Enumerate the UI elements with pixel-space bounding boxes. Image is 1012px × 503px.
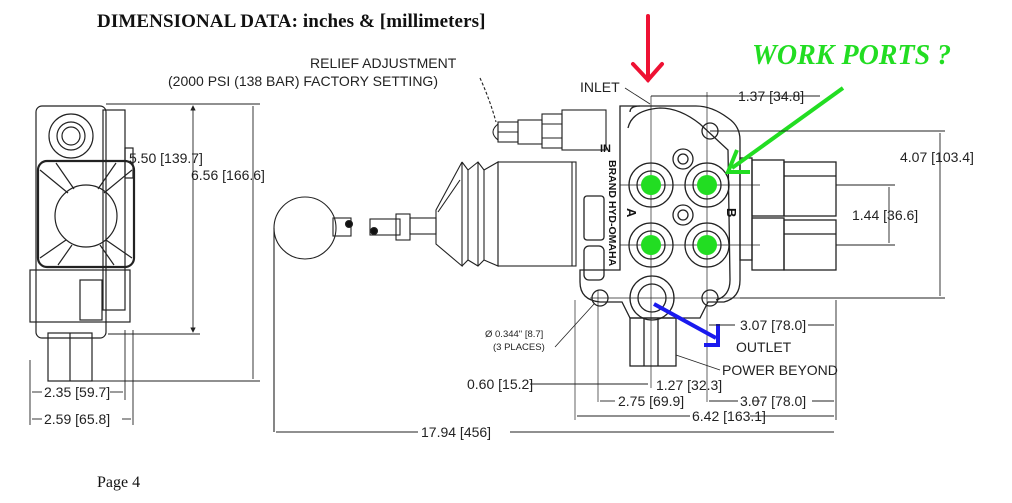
red-inlet-arrow (631, 14, 664, 83)
dim-center-offset: 1.27 [32.3] (656, 377, 722, 393)
relief-valve (479, 77, 607, 151)
port-b-label: B (724, 208, 739, 217)
relief-leader (479, 77, 497, 123)
in-mark: IN (600, 143, 611, 155)
spool-housing (497, 161, 577, 267)
work-port-highlights (641, 175, 717, 255)
blue-outlet-arrow (653, 302, 720, 347)
green-work-port-arrow (725, 86, 845, 174)
mount-hole-callout-line2: (3 PLACES) (493, 342, 545, 353)
relief-callout-line2: (2000 PSI (138 BAR) FACTORY SETTING) (168, 73, 438, 89)
dim-port-height: 4.07 [103.4] (900, 149, 974, 165)
break-mark-icon (344, 219, 354, 229)
joystick-knob (273, 196, 337, 260)
port-dot (697, 235, 717, 255)
side-view (29, 105, 136, 382)
brand-label: BRAND HYD-OMAHA (606, 160, 618, 267)
relief-callout-line1: RELIEF ADJUSTMENT (310, 55, 457, 71)
inlet-callout: INLET (580, 79, 620, 95)
dim-right-offset: 3.07 [78.0] (740, 393, 806, 409)
dim-port-spacing: 1.44 [36.6] (852, 207, 918, 223)
side-fitting-outer (48, 113, 94, 159)
dim-side-width-outer: 2.59 [65.8] (44, 411, 110, 427)
side-view-dimensions (29, 103, 260, 425)
joystick-handle (273, 161, 577, 432)
mount-hole-callout-line1: Ø 0.344" [8.7] (485, 329, 543, 340)
power-beyond-fitting (629, 317, 677, 367)
port-dot (697, 175, 717, 195)
main-dimensions (276, 95, 945, 433)
port-a-label: A (624, 208, 639, 218)
valve-body-outline (579, 105, 741, 319)
outlet-callout: OUTLET (736, 339, 792, 355)
side-body-outline (35, 105, 107, 339)
boot-cone (435, 161, 463, 268)
spool-end-lower (751, 217, 785, 271)
port-dot (641, 175, 661, 195)
dim-side-width-inner: 2.35 [59.7] (44, 384, 110, 400)
dim-outlet-offset: 3.07 [78.0] (740, 317, 806, 333)
side-body-right-plate (102, 109, 126, 311)
work-ports-annotation: WORK PORTS ? (752, 40, 952, 71)
dim-inlet-offset: 1.37 [34.8] (738, 88, 804, 104)
dim-overall-length: 17.94 [456] (421, 424, 491, 440)
break-mark-icon (369, 226, 379, 236)
rubber-boot (461, 161, 499, 267)
spool-end-upper (751, 159, 785, 217)
port-dot (641, 235, 661, 255)
dim-hole-spacing: 2.75 [69.9] (618, 393, 684, 409)
handle-knob-front (54, 184, 118, 248)
document-title: DIMENSIONAL DATA: inches & [millimeters] (97, 11, 486, 32)
dim-body-length: 6.42 [163.1] (692, 408, 766, 424)
dim-side-height-body: 5.50 [139.7] (129, 150, 203, 166)
dim-side-height-total: 6.56 [166.6] (191, 167, 265, 183)
relief-cap (492, 122, 499, 142)
dim-hole-offset: 0.60 [15.2] (467, 376, 533, 392)
handle-base-square (36, 159, 136, 269)
power-beyond-callout: POWER BEYOND (722, 362, 838, 378)
page-number: Page 4 (97, 474, 141, 491)
